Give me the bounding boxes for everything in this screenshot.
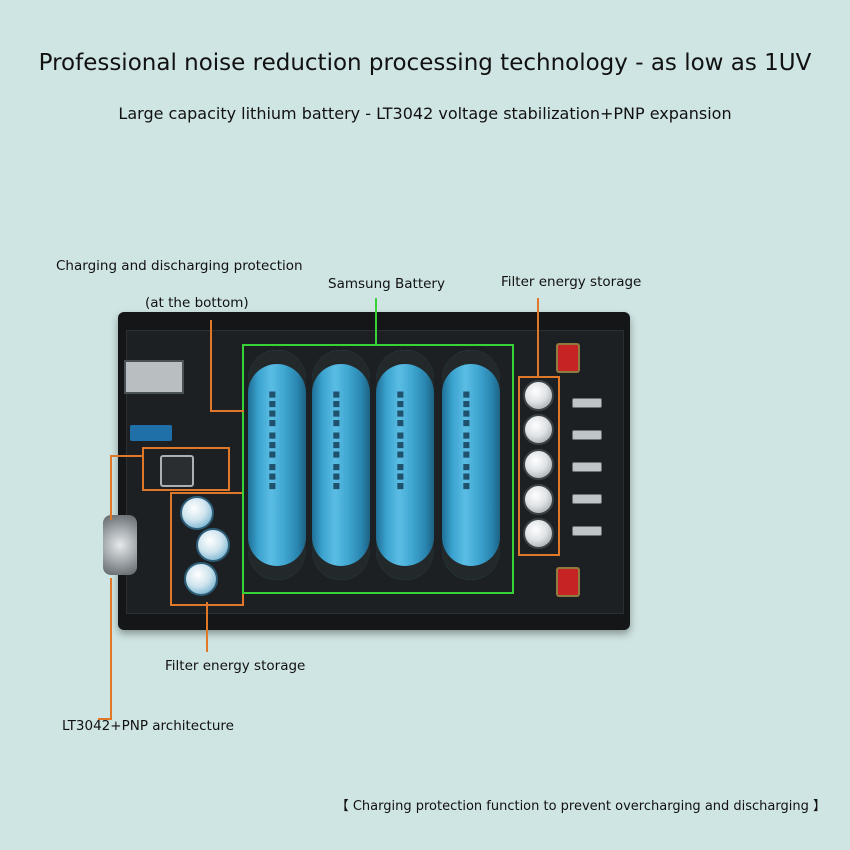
led-component — [572, 526, 602, 536]
capacitor-icon — [523, 449, 554, 480]
capacitor-icon — [184, 562, 218, 596]
battery-cell-icon: ■■■ ■■■ ■■■■ — [248, 350, 306, 580]
charging-protection-box — [142, 447, 230, 491]
battery-cell-icon: ■■■ ■■■ ■■■■ — [442, 350, 500, 580]
connector-line — [210, 410, 244, 412]
usb-port — [124, 360, 184, 394]
capacitor-icon — [523, 518, 554, 549]
capacitor-icon — [523, 414, 554, 445]
connector-line — [537, 298, 539, 376]
switch-bottom — [556, 567, 580, 597]
regulator-chip — [160, 455, 194, 487]
dc-jack — [103, 515, 137, 575]
led-component — [572, 462, 602, 472]
label-filter-right: Filter energy storage — [501, 274, 642, 290]
label-filter-bottom: Filter energy storage — [165, 658, 306, 674]
connector-line — [375, 298, 377, 346]
battery-cell-icon: ■■■ ■■■ ■■■■ — [312, 350, 370, 580]
label-at-bottom: (at the bottom) — [145, 295, 249, 311]
capacitor-icon — [196, 528, 230, 562]
led-component — [572, 430, 602, 440]
filter-storage-box-right — [518, 376, 560, 556]
blue-component — [130, 425, 172, 441]
headline: Professional noise reduction processing … — [38, 50, 812, 76]
connector-line — [206, 602, 208, 652]
subheadline: Large capacity lithium battery - LT3042 … — [118, 104, 732, 123]
footer-note: 【 Charging protection function to preven… — [335, 799, 826, 814]
capacitor-icon — [523, 380, 554, 411]
label-charging-protection: Charging and discharging protection — [56, 258, 303, 274]
capacitor-icon — [523, 484, 554, 515]
connector-line — [98, 718, 112, 720]
switch-top — [556, 343, 580, 373]
battery-cell-icon: ■■■ ■■■ ■■■■ — [376, 350, 434, 580]
capacitor-icon — [180, 496, 214, 530]
led-component — [572, 398, 602, 408]
label-lt3042: LT3042+PNP architecture — [62, 718, 234, 734]
connector-line — [110, 578, 112, 720]
connector-line — [110, 455, 144, 457]
connector-line — [110, 455, 112, 520]
label-samsung-battery: Samsung Battery — [328, 276, 445, 292]
connector-line — [210, 320, 212, 412]
led-component — [572, 494, 602, 504]
battery-pack-box — [242, 344, 514, 594]
